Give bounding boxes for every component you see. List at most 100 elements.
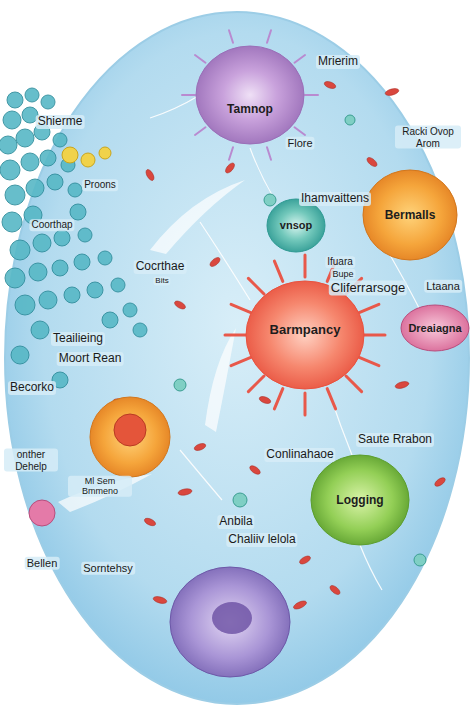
part-label: Flore xyxy=(285,137,314,150)
small-cell xyxy=(174,379,186,391)
part-label: Ml Sem Bmmeno xyxy=(68,476,132,497)
cell-body xyxy=(246,281,364,389)
small-cell xyxy=(29,115,426,566)
part-label: onther Dehelp xyxy=(4,449,58,472)
blood-cell xyxy=(433,476,446,488)
cell-outline xyxy=(195,45,305,145)
cell-node: Tamnop xyxy=(195,45,305,145)
blood-cell xyxy=(144,168,155,181)
part-label: Mrierim xyxy=(316,55,360,69)
cell-label: Bermalls xyxy=(385,208,436,222)
teal-cell-cluster xyxy=(111,278,125,292)
blood-cell xyxy=(323,80,336,90)
teal-cell-cluster xyxy=(78,228,92,242)
part-label: Coorthap xyxy=(29,219,74,231)
teal-cell-cluster xyxy=(0,160,20,180)
teal-cell-cluster xyxy=(52,260,68,276)
cell-spike xyxy=(304,255,307,277)
small-cell xyxy=(414,554,426,566)
part-label: Ihamvaittens xyxy=(299,192,371,206)
small-cell xyxy=(81,153,95,167)
teal-cell-cluster xyxy=(15,295,35,315)
orange-cell xyxy=(114,414,146,446)
cell-spike xyxy=(229,147,233,159)
blood-cell xyxy=(173,299,186,310)
teal-cell-cluster xyxy=(11,346,29,364)
blood-cell xyxy=(152,595,167,604)
teal-cell-cluster xyxy=(53,133,67,147)
lavender-cell xyxy=(212,602,252,634)
teal-cell-cluster xyxy=(26,179,44,197)
cell-spike xyxy=(346,376,362,392)
blood-cell xyxy=(384,87,399,96)
part-label: Racki Ovop Arom xyxy=(395,126,461,149)
blood-cell xyxy=(328,584,341,596)
blood-cell xyxy=(113,80,447,611)
teal-cell-cluster xyxy=(31,321,49,339)
part-label: Moort Rean xyxy=(57,352,124,366)
teal-cell-cluster xyxy=(7,92,23,108)
small-cell xyxy=(99,147,111,159)
teal-cell-cluster xyxy=(87,282,103,298)
cell-body xyxy=(311,455,409,545)
teal-cell-cluster xyxy=(40,150,56,166)
cell-label: vnsop xyxy=(280,219,312,231)
cell-node: Logging xyxy=(310,454,410,546)
part-label: Teailieing xyxy=(51,332,105,346)
cell-body xyxy=(267,199,325,252)
small-cell xyxy=(264,194,276,206)
small-cell xyxy=(62,147,78,163)
cell-body xyxy=(401,305,469,351)
teal-cell-cluster xyxy=(123,303,137,317)
teal-cell-cluster xyxy=(29,263,47,281)
cell-node: Barmpancy xyxy=(245,280,365,390)
cell-label: Logging xyxy=(336,493,383,507)
part-label: Proons xyxy=(82,179,118,191)
cell-label: Dreaiagna xyxy=(408,322,461,334)
teal-cell-cluster xyxy=(47,174,63,190)
teal-cell-cluster xyxy=(16,129,34,147)
part-label: Shierme xyxy=(36,115,85,129)
part-label: Saute Rrabon xyxy=(356,433,434,447)
blood-cell xyxy=(193,442,206,452)
membrane-sheet xyxy=(58,180,245,512)
part-label: Bits xyxy=(153,276,170,285)
lavender-cell xyxy=(170,567,290,677)
part-label: Ltaana xyxy=(424,280,462,293)
cell-spike xyxy=(295,127,306,135)
membrane-sheet xyxy=(205,328,236,432)
cell-label: Tamnop xyxy=(227,102,273,116)
teal-cell-cluster xyxy=(102,312,118,328)
filament xyxy=(250,148,275,200)
lavender-cell xyxy=(170,567,290,677)
cell-spike xyxy=(363,334,385,337)
cell-spike xyxy=(359,357,379,365)
filament xyxy=(200,222,250,300)
part-label: Sorntehsy xyxy=(81,562,135,575)
cell-body xyxy=(363,170,457,260)
cell-node: Bermalls xyxy=(362,169,458,261)
background-ellipse xyxy=(5,12,469,704)
blood-cell xyxy=(292,599,307,610)
teal-cell-cluster xyxy=(3,111,21,129)
cell-body xyxy=(196,46,304,144)
teal-cell-cluster xyxy=(10,240,30,260)
teal-cell-cluster xyxy=(25,88,39,102)
teal-cell-cluster xyxy=(39,291,57,309)
blood-cell xyxy=(365,156,378,168)
blood-cell xyxy=(178,488,193,496)
teal-cell-cluster xyxy=(70,204,86,220)
cell-spike xyxy=(248,376,264,392)
teal-cell-cluster xyxy=(5,268,25,288)
cell-spike xyxy=(274,389,282,409)
cell-spike xyxy=(305,94,318,96)
part-label: Chaliiv lelola xyxy=(226,533,297,547)
part-label: Cocrthae xyxy=(134,260,187,274)
blood-cell xyxy=(394,380,409,389)
part-label: Ifuara xyxy=(325,256,355,268)
cell-spike xyxy=(295,55,306,63)
cell-spike xyxy=(359,304,379,312)
cell-spike xyxy=(267,147,271,159)
blood-cell xyxy=(248,464,261,476)
cell-spike xyxy=(225,255,385,415)
